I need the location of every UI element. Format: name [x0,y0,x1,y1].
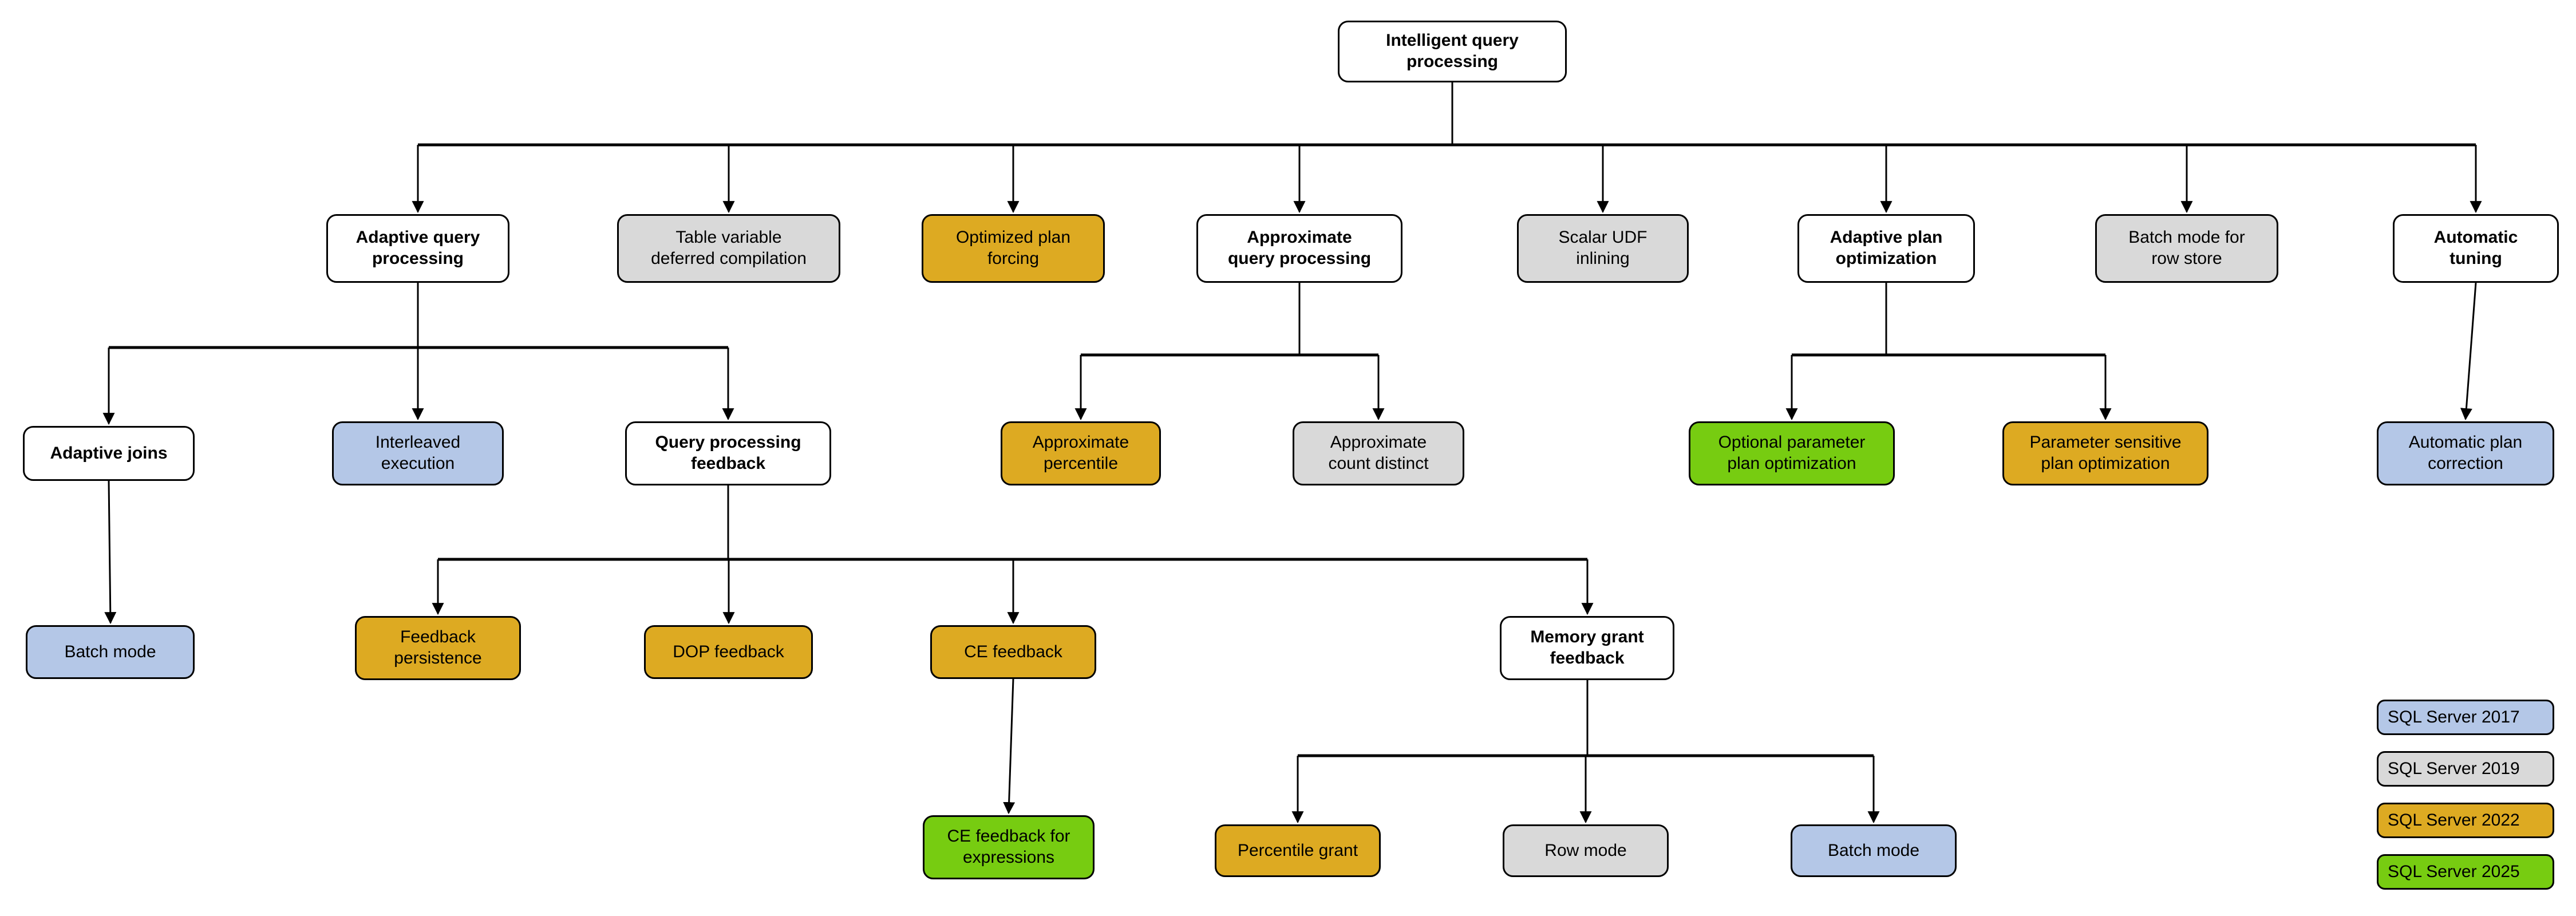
node-label: Memory grant feedback [1530,627,1644,668]
legend-item-sql-server-2025[interactable]: SQL Server 2025 [2377,854,2554,890]
node-row-mode[interactable]: Row mode [1503,824,1669,877]
connector-ce-feedback-to-ce-feedback-for-expressions [1003,678,1016,815]
node-memory-grant-feedback[interactable]: Memory grant feedback [1500,616,1674,680]
node-label: Adaptive plan optimization [1830,228,1943,268]
node-batch-mode-for-row-store[interactable]: Batch mode for row store [2095,214,2278,283]
legend-item-sql-server-2019[interactable]: SQL Server 2019 [2377,751,2554,787]
node-adaptive-query-processing[interactable]: Adaptive query processing [326,214,509,283]
node-label: Batch mode for row store [2128,228,2245,268]
connector-adaptive-joins-to-batch-mode [104,480,117,625]
node-label: Approximate count distinct [1328,433,1429,473]
node-label: Automatic plan correction [2408,433,2523,473]
node-adaptive-joins[interactable]: Adaptive joins [23,426,195,481]
node-label: Batch mode [1827,840,1920,860]
node-label: Interleaved execution [375,433,461,473]
node-label: Row mode [1544,840,1627,860]
node-label: Approximate query processing [1227,228,1372,268]
legend-label: SQL Server 2019 [2388,759,2520,778]
node-percentile-grant[interactable]: Percentile grant [1215,824,1381,877]
node-label: Adaptive joins [50,443,168,463]
node-label: Automatic tuning [2433,228,2518,268]
node-automatic-plan-correction[interactable]: Automatic plan correction [2377,421,2554,485]
node-ce-feedback[interactable]: CE feedback [930,625,1096,679]
node-approximate-percentile[interactable]: Approximate percentile [1001,421,1161,485]
node-batch-mode-grant[interactable]: Batch mode [1791,824,1957,877]
node-label: Optional parameter plan optimization [1718,433,1866,473]
legend-item-sql-server-2022[interactable]: SQL Server 2022 [2377,803,2554,838]
node-label: CE feedback [964,642,1062,661]
legend-label: SQL Server 2025 [2388,862,2520,881]
node-label: Approximate percentile [1032,433,1129,473]
node-adaptive-plan-optimization[interactable]: Adaptive plan optimization [1797,214,1975,283]
node-label: Batch mode [64,642,156,661]
node-label: Optimized plan forcing [955,228,1071,268]
legend-item-sql-server-2017[interactable]: SQL Server 2017 [2377,700,2554,735]
node-label: Query processing feedback [655,433,801,473]
connector-automatic-tuning-to-automatic-plan-correction [2460,282,2477,421]
legend-label: SQL Server 2017 [2388,708,2520,727]
node-label: Table variable deferred compilation [651,228,807,268]
node-scalar-udf-inlining[interactable]: Scalar UDF inlining [1517,214,1689,283]
node-query-processing-feedback[interactable]: Query processing feedback [625,421,831,485]
node-optional-parameter-plan-optimization[interactable]: Optional parameter plan optimization [1689,421,1895,485]
node-label: CE feedback for expressions [947,827,1070,867]
node-approximate-query-processing[interactable]: Approximate query processing [1196,214,1402,283]
node-batch-mode[interactable]: Batch mode [26,625,195,679]
node-approximate-count-distinct[interactable]: Approximate count distinct [1293,421,1464,485]
legend-label: SQL Server 2022 [2388,811,2520,830]
node-root[interactable]: Intelligent query processing [1338,21,1567,82]
node-parameter-sensitive-plan-optimization[interactable]: Parameter sensitive plan optimization [2002,421,2208,485]
node-label: Scalar UDF inlining [1558,228,1647,268]
node-dop-feedback[interactable]: DOP feedback [644,625,813,679]
node-table-variable-deferred-compilation[interactable]: Table variable deferred compilation [617,214,840,283]
node-feedback-persistence[interactable]: Feedback persistence [355,616,521,680]
node-label: DOP feedback [673,642,784,661]
node-label: Percentile grant [1237,840,1358,860]
node-label: Adaptive query processing [355,228,480,268]
node-label: Parameter sensitive plan optimization [2029,433,2182,473]
node-ce-feedback-for-expressions[interactable]: CE feedback for expressions [923,815,1095,879]
node-label: Feedback persistence [394,627,482,668]
node-optimized-plan-forcing[interactable]: Optimized plan forcing [922,214,1105,283]
node-automatic-tuning[interactable]: Automatic tuning [2393,214,2559,283]
node-label: Intelligent query processing [1386,31,1519,71]
node-interleaved-execution[interactable]: Interleaved execution [332,421,504,485]
